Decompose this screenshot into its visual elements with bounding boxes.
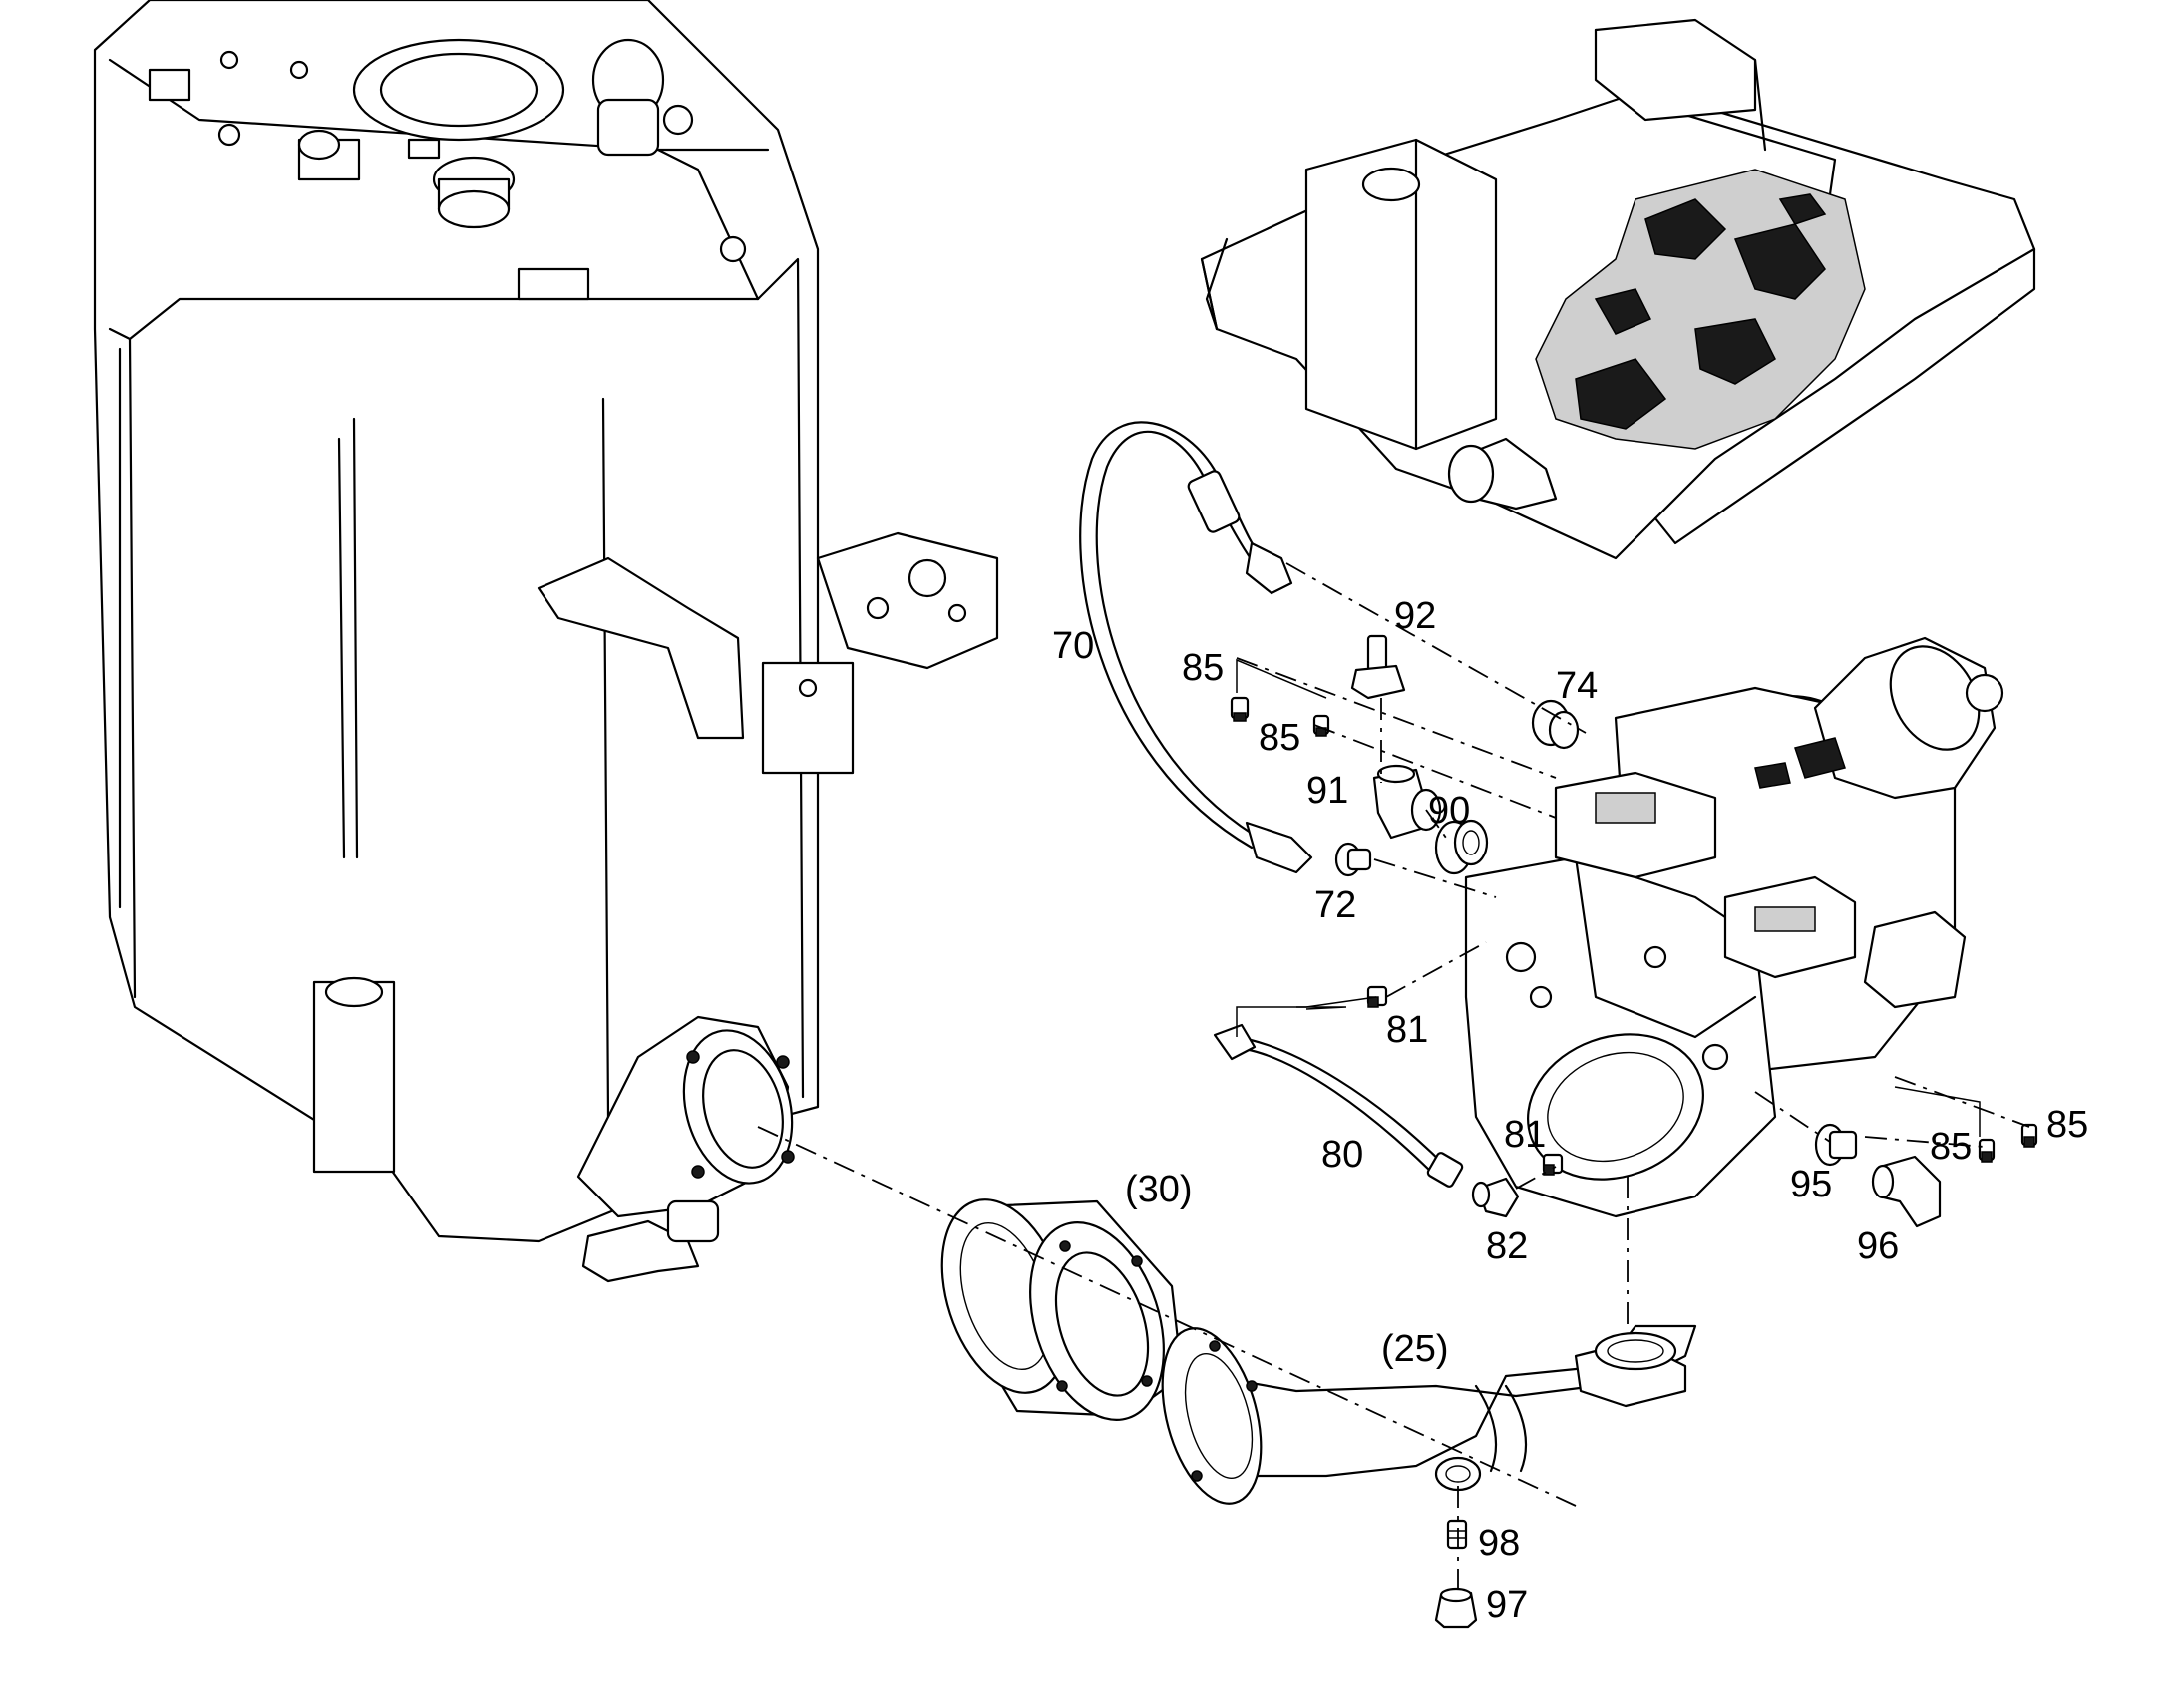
leader-lines <box>1236 658 1981 1137</box>
fitting-98 <box>1446 1519 1468 1550</box>
callout-72: 72 <box>1314 884 1356 926</box>
plug-81-b <box>1542 1153 1564 1176</box>
fitting-74 <box>1531 699 1580 750</box>
plug-85-d <box>2020 1123 2038 1148</box>
callout-81-b: 81 <box>1504 1114 1546 1156</box>
callout-70: 70 <box>1052 625 1094 667</box>
hydraulic-pump-assembly <box>1464 636 2004 1218</box>
coupling-30 <box>940 1198 1184 1421</box>
callout-74: 74 <box>1556 665 1598 707</box>
callout-30: (30) <box>1125 1169 1193 1210</box>
callout-97: 97 <box>1486 1584 1528 1626</box>
callout-85-b: 85 <box>1259 717 1300 759</box>
fitting-96-elbow <box>1871 1155 1942 1228</box>
callout-91: 91 <box>1306 770 1348 812</box>
plug-85-a <box>1230 696 1250 722</box>
machine-chassis-overview <box>1200 18 2036 560</box>
callout-80: 80 <box>1321 1134 1363 1176</box>
callout-labels: 70 92 85 85 74 91 90 72 81 81 80 82 85 8… <box>1052 595 2088 1626</box>
fitting-92 <box>1350 634 1406 700</box>
fitting-91-tee <box>1372 764 1442 840</box>
suction-pipe-25 <box>1161 1324 1697 1505</box>
callout-95: 95 <box>1790 1164 1832 1205</box>
callout-81-a: 81 <box>1386 1009 1428 1051</box>
hose-80 <box>1213 1023 1464 1188</box>
plug-85-c <box>1978 1138 1996 1163</box>
callout-96: 96 <box>1857 1225 1899 1267</box>
fitting-72 <box>1334 842 1372 877</box>
callout-25: (25) <box>1381 1328 1449 1370</box>
callout-85-d: 85 <box>2046 1104 2088 1146</box>
callout-85-c: 85 <box>1930 1126 1972 1168</box>
cap-97 <box>1434 1587 1478 1629</box>
callout-90: 90 <box>1428 790 1470 832</box>
callout-98: 98 <box>1478 1523 1520 1564</box>
fitting-82-elbow <box>1471 1177 1520 1218</box>
hydraulic-tank <box>93 0 999 1283</box>
callout-92: 92 <box>1394 595 1436 637</box>
fitting-95 <box>1814 1123 1858 1167</box>
callout-82: 82 <box>1486 1225 1528 1267</box>
assembly-lines <box>757 562 2030 1590</box>
fitting-90 <box>1434 819 1489 875</box>
callout-85-a: 85 <box>1182 647 1224 689</box>
hose-70 <box>1079 421 1313 874</box>
